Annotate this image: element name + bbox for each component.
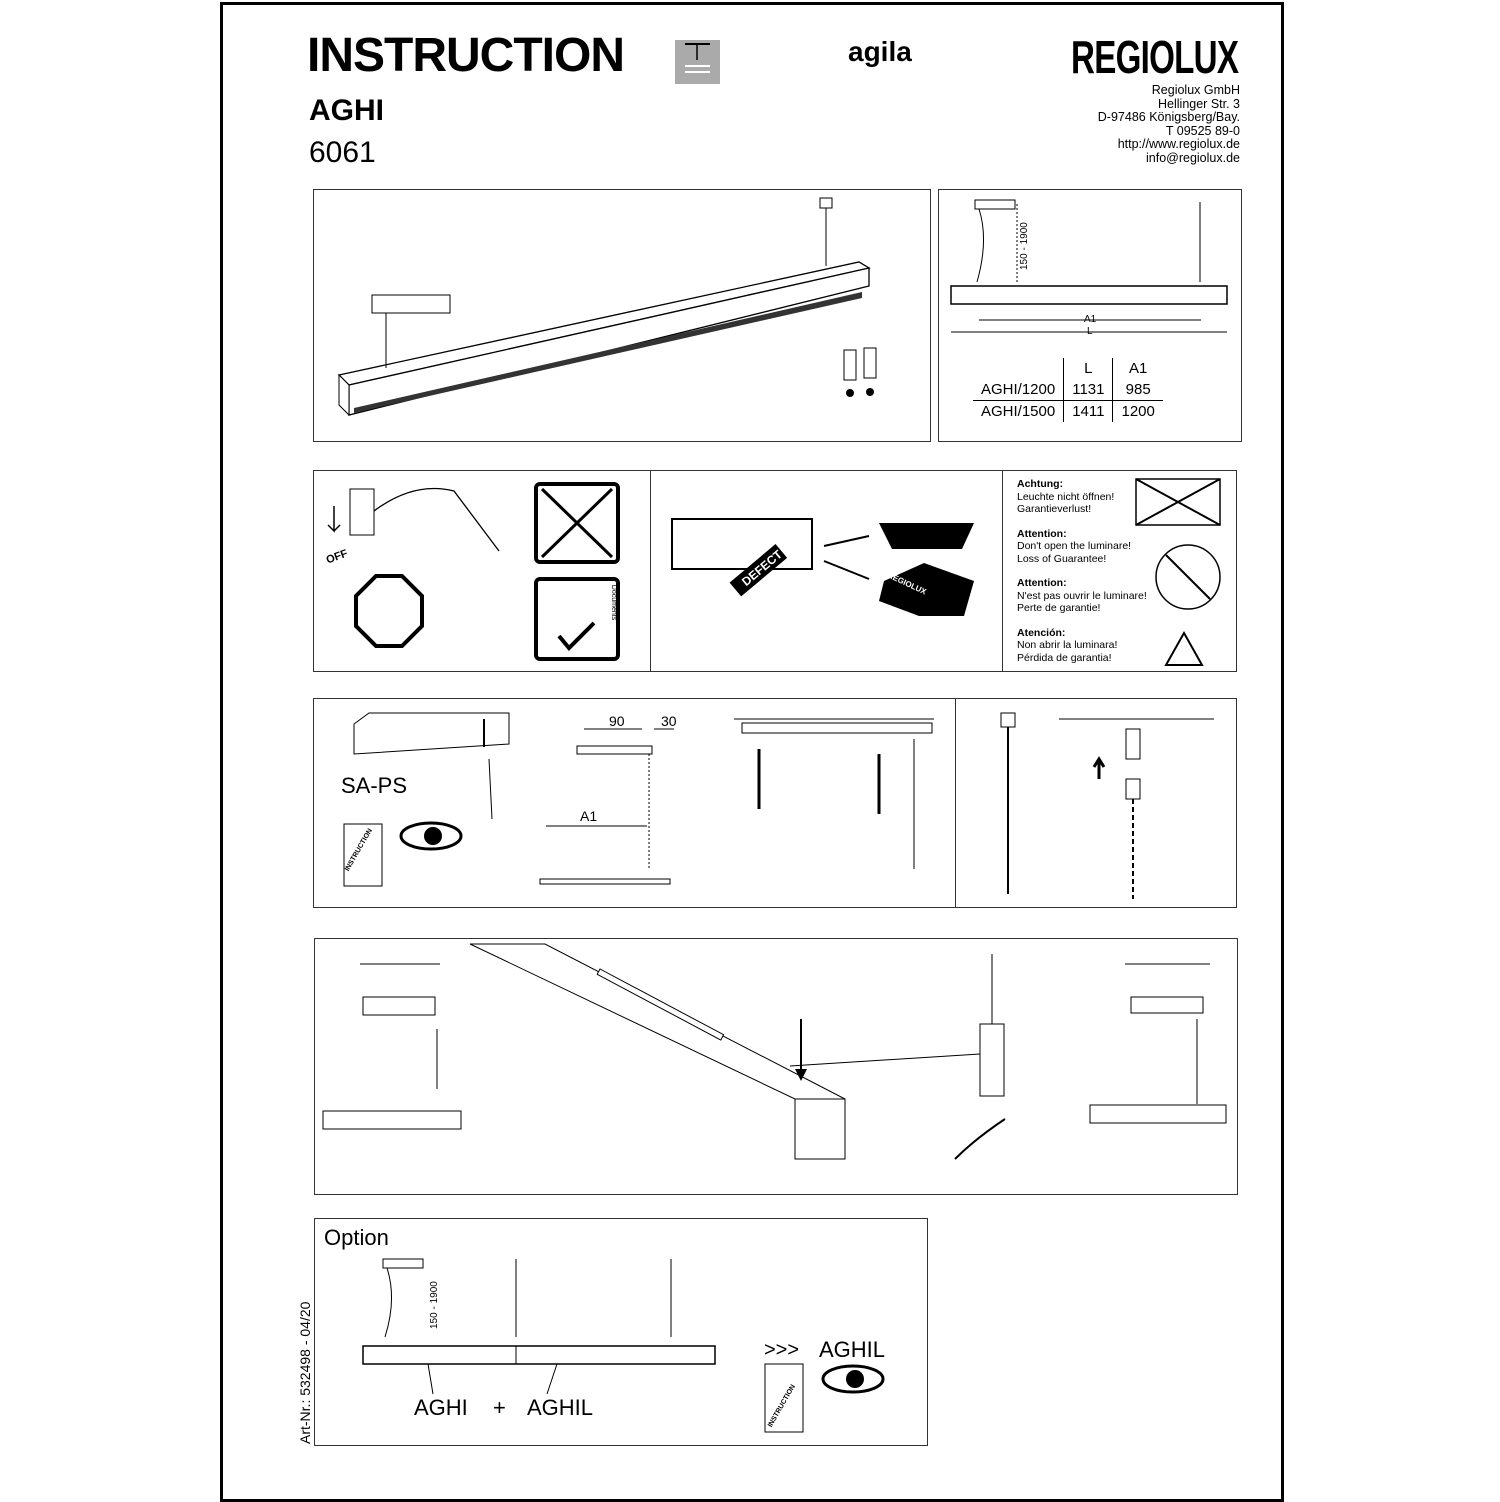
brand-logo: REGIOLUX (1070, 31, 1239, 83)
warning-de: Achtung:Leuchte nicht öffnen!Garantiever… (1017, 478, 1115, 515)
instruction-booklet-icon (764, 1363, 804, 1433)
keep-documents-icon (534, 577, 620, 661)
installation-panel (314, 938, 1238, 1195)
a1-label: A1 (580, 808, 598, 824)
combo-model-b: AGHIL (527, 1395, 594, 1420)
product-family: agila (848, 36, 912, 67)
defective-luminaire-icon (671, 518, 813, 570)
table-cell: 985 (1112, 379, 1163, 401)
return-box-icon (879, 563, 974, 616)
model-name: AGHI (309, 94, 384, 127)
warning-en: Attention:Don't open the luminare!Loss o… (1017, 527, 1132, 565)
option-drawing (362, 1258, 885, 1433)
combo-model-a: AGHI (414, 1395, 468, 1420)
dim-90-label: 90 (609, 713, 625, 729)
article-number: Art-Nr.: 532498 - 04/20 (297, 1301, 313, 1444)
dim-30-label: 30 (661, 713, 677, 729)
warning-fr: Attention:N'est pas ouvrir le luminare!P… (1017, 577, 1147, 614)
document-title: INSTRUCTION (307, 29, 625, 82)
warnings-text: Achtung:Leuchte nicht öffnen!Garantiever… (1017, 478, 1147, 664)
safety-pictograms (327, 478, 1221, 666)
luminaire-perspective-drawing (337, 197, 877, 417)
arrow-up-icon (1092, 756, 1106, 779)
address-phone: T 09525 89-0 (1165, 123, 1240, 138)
recycling-bin-icon (879, 523, 974, 549)
table-cell: AGHI/1500 (981, 403, 1056, 420)
table-header: A1 (1112, 358, 1163, 379)
option-title: Option (324, 1225, 389, 1250)
dimension-drawing (950, 199, 1228, 333)
address-line: D-97486 Königsberg/Bay. (1097, 110, 1240, 124)
plus-sign: + (493, 1395, 506, 1420)
electrician-icon (354, 574, 424, 648)
address-website: http://www.regiolux.de (1117, 137, 1240, 151)
table-cell: AGHI/1200 (981, 381, 1056, 398)
high-voltage-icon (1164, 630, 1204, 666)
switch-off-icon (327, 487, 500, 552)
ceiling-canopy-icon (1000, 712, 1016, 728)
arrow-label: >>> (764, 1339, 800, 1361)
l-label: L (1087, 326, 1093, 337)
documents-label: Documents (610, 584, 618, 621)
table-header (973, 358, 1064, 379)
accessory-label: SA-PS (341, 773, 408, 798)
table-header: L (1063, 358, 1113, 379)
luminaire-overview-panel (313, 189, 931, 442)
installation-drawings (322, 943, 1227, 1160)
safety-panel: OFF DEFECT REGIOLUX Documents Achtung:Le… (313, 470, 1237, 672)
company-address: Regiolux GmbH Hellinger Str. 3 D-97486 K… (1097, 83, 1240, 165)
address-email: info@regiolux.de (1146, 150, 1240, 165)
mounting-panel: SA-PS 90 30 A1 INSTRUCTION (313, 698, 1237, 908)
pendant-icon (675, 40, 720, 84)
height-range-label: 150 - 1900 (1019, 222, 1030, 270)
model-number: 6061 (309, 136, 376, 169)
table-cell: 1200 (1112, 400, 1163, 422)
address-line: Regiolux GmbH (1151, 83, 1240, 97)
table-cell: 1131 (1063, 379, 1113, 401)
address-line: Hellinger Str. 3 (1158, 96, 1240, 111)
table-cell: 1411 (1063, 400, 1113, 422)
reference-model: AGHIL (819, 1337, 886, 1362)
a1-label: A1 (1084, 314, 1097, 325)
mounting-drawings (343, 712, 1214, 899)
option-panel: Option 150 - 1900 >>> AGHIL AGHI + AGHIL… (314, 1218, 928, 1446)
warning-es: Atención:Non abrir la luminara!Pérdida d… (1017, 626, 1118, 664)
height-range-label: 150 - 1900 (429, 1281, 440, 1329)
instruction-booklet-icon (343, 823, 383, 887)
